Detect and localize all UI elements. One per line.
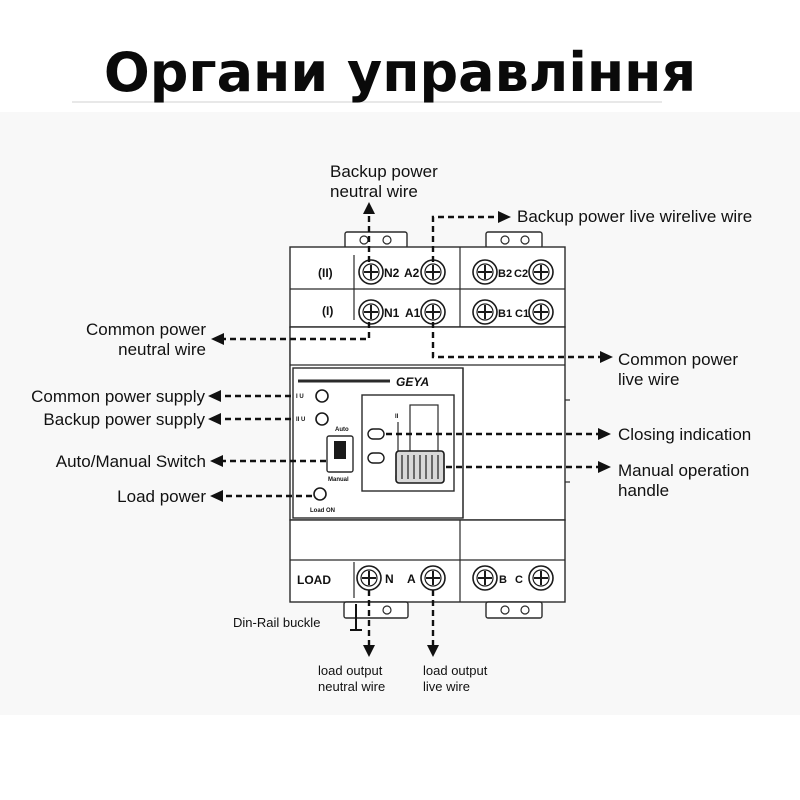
terminal-b2-screw bbox=[472, 259, 498, 285]
leader-backup-supply bbox=[208, 413, 291, 425]
top-clip-left bbox=[344, 231, 408, 249]
label-load-neutral-line2: neutral wire bbox=[318, 679, 385, 694]
page-title: Органи управління bbox=[103, 41, 697, 104]
leader-din-rail bbox=[350, 604, 362, 631]
load-power-lamp bbox=[313, 487, 327, 501]
leader-common-live bbox=[431, 322, 613, 363]
top-clip-right bbox=[485, 231, 543, 249]
label-backup-live: Backup power live wirelive wire bbox=[517, 207, 752, 226]
terminal-load-n-screw bbox=[356, 565, 382, 591]
leader-closing-indication bbox=[386, 428, 611, 440]
label-common-live-line2: live wire bbox=[618, 370, 679, 389]
label-load-live-line1: load output bbox=[423, 663, 488, 678]
label-backup-neutral-line2: neutral wire bbox=[330, 182, 418, 201]
leader-manual-handle bbox=[446, 461, 611, 473]
din-rail-buckle-left bbox=[343, 601, 409, 619]
terminal-n1-screw bbox=[358, 299, 384, 325]
label-load-power: Load power bbox=[117, 487, 206, 506]
closing-indicator-ii bbox=[367, 428, 385, 440]
label-backup-supply: Backup power supply bbox=[43, 410, 205, 429]
terminal-load-n-label: N bbox=[385, 572, 394, 586]
terminal-load-c-screw bbox=[528, 565, 554, 591]
leader-common-supply bbox=[208, 390, 291, 402]
load-on-mark: Load ON bbox=[310, 508, 335, 514]
label-load-live-line2: live wire bbox=[423, 679, 470, 694]
terminal-load-b-screw bbox=[472, 565, 498, 591]
lamp-i-mark: I U bbox=[296, 394, 304, 400]
auto-mark: Auto bbox=[335, 427, 349, 433]
label-common-live-line1: Common power bbox=[618, 350, 738, 369]
terminal-b1-label: B1 bbox=[498, 308, 512, 320]
terminal-b1-screw bbox=[472, 299, 498, 325]
label-manual-handle-line1: Manual operation bbox=[618, 461, 749, 480]
lamp-ii-mark: II U bbox=[296, 417, 305, 423]
label-manual-handle-line2: handle bbox=[618, 481, 669, 500]
terminal-load-a-label: A bbox=[407, 572, 416, 586]
leader-load-neutral bbox=[363, 590, 375, 657]
terminal-a1-label: A1 bbox=[405, 306, 421, 320]
terminal-a2-screw bbox=[420, 259, 446, 285]
terminal-n2-screw bbox=[358, 259, 384, 285]
leader-backup-neutral bbox=[363, 202, 375, 262]
leader-load-live bbox=[427, 590, 439, 657]
closing-indicator-i bbox=[367, 452, 385, 464]
terminal-load-b-label: B bbox=[499, 574, 507, 586]
title-underline bbox=[72, 101, 662, 103]
terminal-n1-label: N1 bbox=[384, 306, 400, 320]
label-common-neutral-line2: neutral wire bbox=[118, 340, 206, 359]
manual-mark: Manual bbox=[328, 477, 349, 483]
terminal-load-c-label: C bbox=[515, 574, 523, 586]
leader-auto-manual bbox=[210, 455, 326, 467]
row-backup-mark: (II) bbox=[318, 266, 333, 280]
label-auto-manual: Auto/Manual Switch bbox=[56, 452, 206, 471]
terminal-c2-label: C2 bbox=[514, 268, 528, 280]
terminal-a1-screw bbox=[420, 299, 446, 325]
label-load-neutral-line1: load output bbox=[318, 663, 383, 678]
leader-common-neutral bbox=[211, 322, 371, 345]
din-rail-buckle-right bbox=[485, 601, 543, 619]
position-ii-mark: II bbox=[395, 414, 399, 420]
brand-logo: GEYA bbox=[396, 375, 429, 389]
switch-lever[interactable] bbox=[334, 441, 346, 459]
terminal-n2-label: N2 bbox=[384, 266, 400, 280]
bottom-terminal-block bbox=[289, 519, 566, 603]
label-common-neutral-line1: Common power bbox=[86, 320, 206, 339]
terminal-a2-label: A2 bbox=[404, 266, 420, 280]
label-closing-indication: Closing indication bbox=[618, 425, 751, 444]
leader-load-power bbox=[210, 490, 312, 502]
terminal-c1-screw bbox=[528, 299, 554, 325]
label-din-rail: Din-Rail buckle bbox=[233, 615, 320, 630]
label-backup-neutral-line1: Backup power bbox=[330, 162, 438, 181]
terminal-c2-screw bbox=[528, 259, 554, 285]
leader-backup-live bbox=[431, 211, 511, 262]
backup-supply-lamp bbox=[315, 412, 329, 426]
terminal-c1-label: C1 bbox=[515, 308, 529, 320]
terminal-b2-label: B2 bbox=[498, 268, 512, 280]
row-common-mark: (I) bbox=[322, 304, 333, 318]
common-supply-lamp bbox=[315, 389, 329, 403]
row-load-mark: LOAD bbox=[297, 573, 331, 587]
device-body: GEYA I U II U Auto Manual Load ON II I bbox=[289, 231, 570, 619]
label-common-supply: Common power supply bbox=[31, 387, 205, 406]
terminal-load-a-screw bbox=[420, 565, 446, 591]
